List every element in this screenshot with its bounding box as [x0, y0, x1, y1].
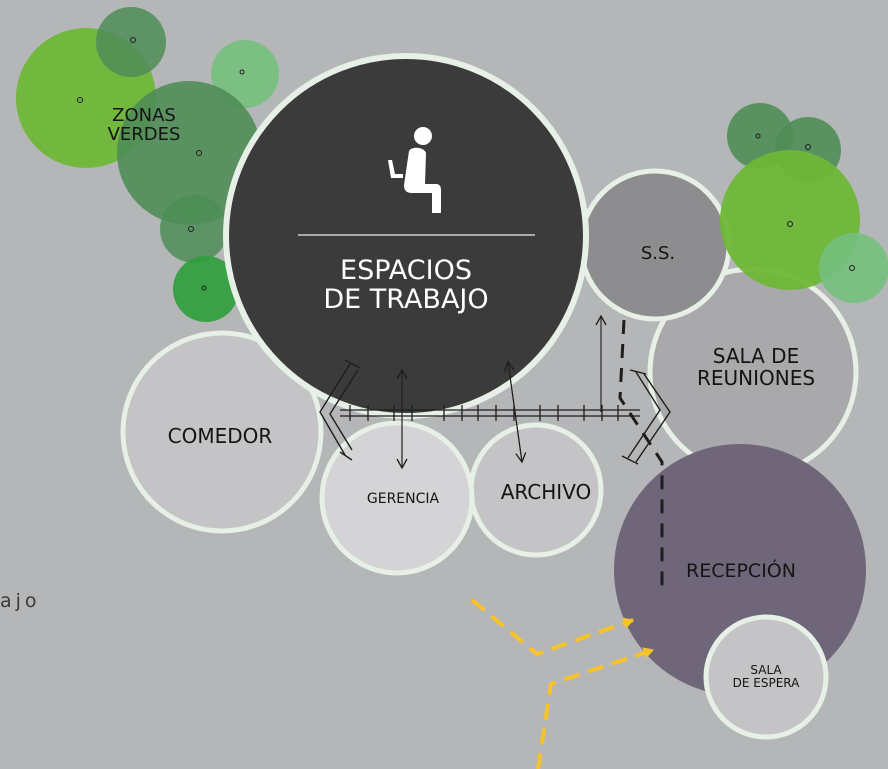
comedor-label: COMEDOR — [167, 424, 273, 448]
espacios-trabajo-label: ESPACIOS DE TRABAJO — [323, 255, 489, 316]
gerencia-circle — [319, 420, 475, 576]
entry-path-2 — [536, 647, 655, 769]
espacios-trabajo-circle — [223, 53, 589, 419]
corridor-lines — [340, 405, 640, 421]
recepcion-label: RECEPCIÓN — [686, 560, 796, 582]
sala-espera-label: SALA DE ESPERA — [732, 663, 800, 690]
sala-reuniones-label: SALA DE REUNIONES — [696, 344, 816, 390]
marker-dots — [77, 37, 855, 291]
green-zone-circle — [211, 40, 279, 108]
person-with-laptop-icon — [388, 127, 441, 213]
side-text-fragment: ajo — [0, 590, 41, 612]
door-connector-left — [319, 359, 361, 461]
flow-arrows — [396, 314, 607, 470]
ss-label: S.S. — [640, 243, 676, 264]
archivo-label: ARCHIVO — [500, 480, 592, 504]
door-connector-right — [621, 369, 671, 465]
comedor-circle — [120, 330, 324, 534]
gerencia-label: GERENCIA — [366, 491, 440, 507]
zonas-verdes-label: ZONAS VERDES — [107, 105, 181, 146]
dashed-path — [618, 319, 664, 588]
entry-path-1 — [470, 598, 635, 657]
green-zone-circle — [819, 233, 888, 303]
green-zone-circle — [117, 81, 261, 225]
sala-espera-circle — [703, 614, 829, 740]
